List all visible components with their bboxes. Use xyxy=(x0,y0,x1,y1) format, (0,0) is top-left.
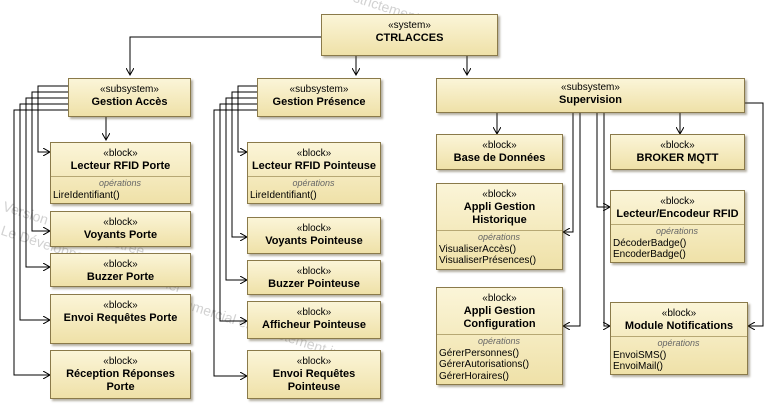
stereotype-label: «block» xyxy=(103,300,138,311)
subsystem-name: Gestion Accès xyxy=(91,96,168,108)
stereotype-label: «block» xyxy=(660,196,695,207)
block-voyants-porte[interactable]: «block»Voyants Porte xyxy=(50,211,191,247)
block-buzzer-porte[interactable]: «block»Buzzer Porte xyxy=(50,253,191,287)
operation-item: LireIdentifiant() xyxy=(53,189,120,201)
subsystem-gestion-presence[interactable]: «subsystem»Gestion Présence xyxy=(257,78,381,117)
block-broker-mqtt[interactable]: «block»BROKER MQTT xyxy=(610,134,745,170)
block-name: Voyants Pointeuse xyxy=(265,235,363,247)
block-appli-gestion-historique[interactable]: «block»Appli Gestion Historique opératio… xyxy=(436,183,563,270)
block-afficheur-pointeuse[interactable]: «block»Afficheur Pointeuse xyxy=(247,301,381,339)
stereotype-label: «system» xyxy=(388,20,431,31)
block-name: Lecteur/Encodeur RFID xyxy=(616,208,739,220)
stereotype-label: «block» xyxy=(296,356,332,367)
stereotype-label: «block» xyxy=(103,356,138,367)
block-name: Voyants Porte xyxy=(83,229,158,241)
block-name: Appli Gestion Configuration xyxy=(463,305,536,330)
stereotype-label: «block» xyxy=(296,307,332,318)
block-name: BROKER MQTT xyxy=(636,152,719,164)
stereotype-label: «block» xyxy=(296,148,332,159)
block-name: Buzzer Porte xyxy=(86,271,155,283)
subsystem-gestion-acces[interactable]: «subsystem»Gestion Accès xyxy=(68,78,191,117)
operations-label: opérations xyxy=(292,178,335,188)
stereotype-label: «block» xyxy=(296,223,332,234)
block-name: Réception Réponses Porte xyxy=(66,368,175,393)
block-name: Lecteur RFID Porte xyxy=(70,160,171,172)
operation-item: VisualiserAccès() xyxy=(439,243,517,255)
subsystem-supervision[interactable]: «subsystem»Supervision xyxy=(436,78,745,113)
operation-item: GérerAutorisations() xyxy=(439,359,530,370)
block-name: Base de Données xyxy=(453,152,546,164)
stereotype-label: «block» xyxy=(103,148,138,159)
operation-item: EncoderBadge() xyxy=(613,249,686,260)
block-voyants-pointeuse[interactable]: «block»Voyants Pointeuse xyxy=(247,217,381,254)
stereotype-label: «block» xyxy=(103,259,138,270)
block-appli-gestion-configuration[interactable]: «block»Appli Gestion Configuration opéra… xyxy=(436,287,563,385)
operation-item: VisualiserPrésences() xyxy=(439,255,537,266)
block-buzzer-pointeuse[interactable]: «block»Buzzer Pointeuse xyxy=(247,260,381,295)
operations-label: opérations xyxy=(98,178,142,188)
subsystem-name: Gestion Présence xyxy=(272,96,366,108)
block-name: Lecteur RFID Pointeuse xyxy=(251,160,377,172)
block-envoi-requetes-porte[interactable]: «block»Envoi Requêtes Porte xyxy=(50,294,191,344)
operation-item: EnvoiSMS() xyxy=(613,349,667,361)
operations-label: opérations xyxy=(477,336,521,346)
system-name: CTRLACCES xyxy=(375,32,444,44)
operation-item: LireIdentifiant() xyxy=(250,189,317,201)
stereotype-label: «subsystem» xyxy=(289,84,349,95)
stereotype-label: «block» xyxy=(482,189,517,200)
subsystem-name: Supervision xyxy=(559,94,622,106)
block-name: Envoi Requêtes Porte xyxy=(63,312,178,324)
block-reception-reponses-porte[interactable]: «block»Réception Réponses Porte xyxy=(50,350,191,399)
block-name: Afficheur Pointeuse xyxy=(262,319,366,331)
stereotype-label: «block» xyxy=(660,140,695,151)
system-ctrlacces[interactable]: «system»CTRLACCES xyxy=(321,14,498,56)
operations-label: opérations xyxy=(477,232,521,242)
block-name: Appli Gestion Historique xyxy=(463,201,536,226)
stereotype-label: «subsystem» xyxy=(561,82,620,93)
block-envoi-requetes-pointeuse[interactable]: «block»Envoi Requêtes Pointeuse xyxy=(247,350,381,399)
block-lecteur-rfid-pointeuse[interactable]: «block»Lecteur RFID Pointeuse opérations… xyxy=(247,142,381,204)
block-name: Envoi Requêtes Pointeuse xyxy=(272,368,356,393)
operations-label: opérations xyxy=(655,226,699,236)
stereotype-label: «block» xyxy=(661,308,697,319)
operation-item: EnvoiMail() xyxy=(613,361,664,372)
operation-item: GérerHoraires() xyxy=(439,370,510,382)
block-base-de-donnees[interactable]: «block»Base de Données xyxy=(436,134,563,170)
operation-item: DécoderBadge() xyxy=(613,237,687,249)
block-name: Buzzer Pointeuse xyxy=(268,278,360,290)
stereotype-label: «block» xyxy=(482,293,517,304)
stereotype-label: «block» xyxy=(482,140,517,151)
operation-item: GérerPersonnes() xyxy=(439,347,520,359)
block-name: Module Notifications xyxy=(624,320,734,332)
stereotype-label: «subsystem» xyxy=(100,84,159,95)
stereotype-label: «block» xyxy=(296,266,332,277)
operations-label: opérations xyxy=(657,338,700,348)
stereotype-label: «block» xyxy=(103,217,138,228)
